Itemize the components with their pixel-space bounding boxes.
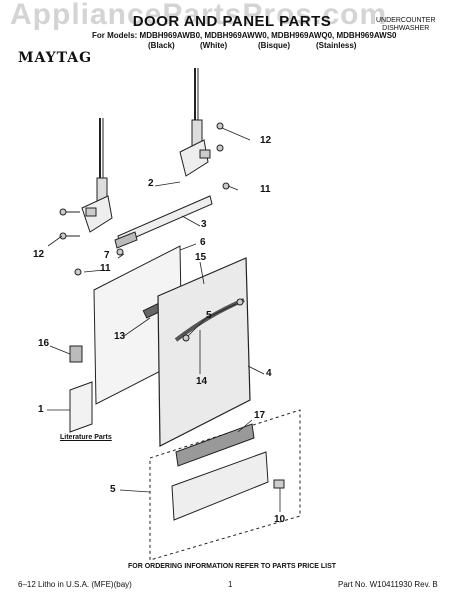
callout-16: 16 [38,338,50,349]
callout-3: 3 [201,219,207,230]
callout-13: 13 [114,331,126,342]
callout-5: 5 [110,484,116,495]
left-hinge-rail [81,118,113,233]
toe-kick [171,451,269,521]
callout-14: 14 [196,376,208,387]
callout-7: 6 [200,237,206,248]
appliance-prefix: UNDERCOUNTER [376,17,436,24]
appliance-type: UNDERCOUNTER DISHWASHER [376,17,436,33]
callout-2: 2 [148,178,154,189]
color-white: (White) [200,41,228,50]
page-title: DOOR AND PANEL PARTS [132,13,332,30]
callout-11-left: 11 [100,263,111,274]
callout-6: 5 [206,310,212,321]
callout-15: 15 [195,252,207,263]
watermark: AppliancePartsPros.com [10,0,388,31]
brand-logo: MAYTAG [18,50,93,66]
toe-panel-insulation [175,423,255,467]
screws-right [216,122,230,190]
callout-1: 1 [38,404,44,415]
color-bisque: (Bisque) [258,41,290,50]
part-number: Part No. W10411930 Rev. B [338,580,438,589]
callout-4: 4 [266,368,272,379]
literature-booklet [69,381,93,433]
ordering-info: FOR ORDERING INFORMATION REFER TO PARTS … [127,563,337,570]
appliance-name: DISHWASHER [382,25,430,32]
callout-11-right: 11 [260,184,271,195]
litho-info: 6–12 Litho in U.S.A. (MFE)(bay) [18,580,132,589]
right-hinge-rail [179,68,211,177]
color-black: (Black) [148,41,175,50]
models-line: For Models: MDBH969AWB0, MDBH969AWW0, MD… [92,31,397,40]
color-stainless: (Stainless) [316,41,357,50]
callout-10: 10 [274,514,286,525]
screws-left [59,208,80,240]
callout-12-right: 12 [260,135,272,146]
callout-12-left: 12 [33,249,45,260]
callout-8: 7 [104,250,110,261]
page-number: 1 [228,580,233,589]
literature-label: Literature Parts [60,434,112,441]
callout-17: 17 [254,410,266,421]
outer-door [157,257,251,447]
